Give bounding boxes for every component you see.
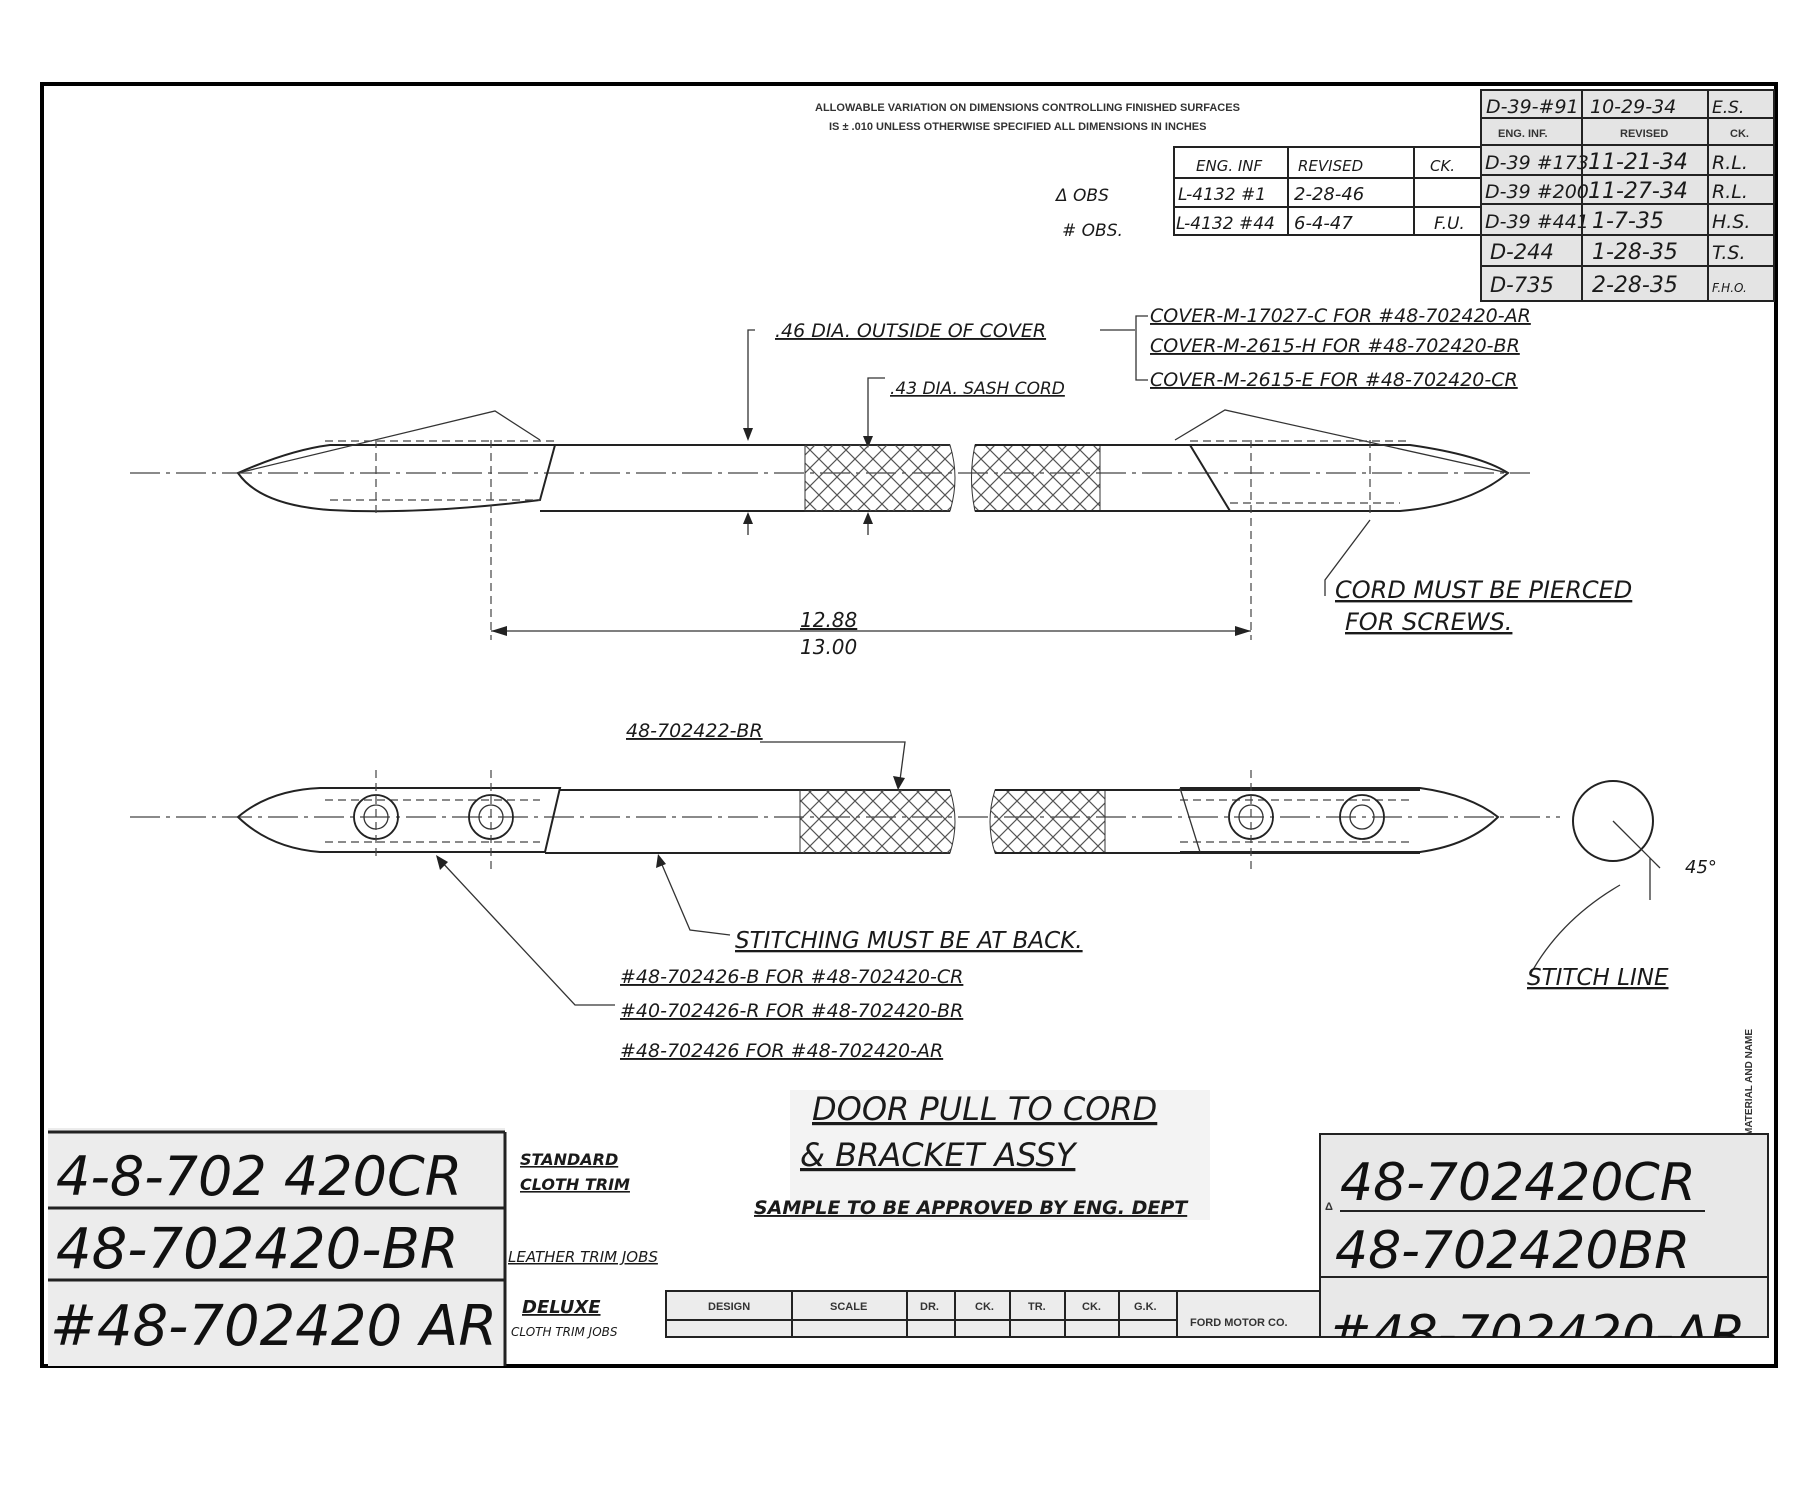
cloth-trim-label: CLOTH TRIM — [520, 1175, 630, 1194]
bracket-callout-ar: #48-702426 FOR #48-702420-AR — [620, 1040, 943, 1062]
old-rev-row4-date: 1-28-35 — [1592, 240, 1678, 265]
left-part-number-cr: 4-8-702 420CR — [56, 1145, 462, 1208]
sash-cord-dia-callout: .43 DIA. SASH CORD — [890, 379, 1065, 399]
old-rev-header-revised: REVISED — [1620, 128, 1668, 140]
old-rev-top-ck: E.S. — [1712, 98, 1744, 118]
right-part-number-cr: 48-702420CR — [1340, 1153, 1696, 1213]
title-line1: DOOR PULL TO CORD — [812, 1090, 1157, 1128]
tb-design: DESIGN — [708, 1301, 750, 1313]
old-rev-top-date: 10-29-34 — [1590, 96, 1676, 118]
title-block-table: DESIGN SCALE DR. CK. TR. CK. G.K. FORD M… — [665, 1290, 1321, 1338]
old-rev-row4-ck: T.S. — [1712, 242, 1746, 264]
stitch-line-label: STITCH LINE — [1527, 965, 1669, 991]
approval-note: SAMPLE TO BE APPROVED BY ENG. DEPT — [754, 1197, 1189, 1219]
old-rev-top-eng: D-39-#91 — [1486, 96, 1579, 118]
standard-label: STANDARD — [520, 1150, 618, 1169]
bracket-callout-cr: #48-702426-B FOR #48-702420-CR — [620, 966, 963, 988]
stitching-note: STITCHING MUST BE AT BACK. — [735, 928, 1083, 954]
deluxe-cloth-trim-label: CLOTH TRIM JOBS — [511, 1325, 618, 1339]
old-rev-header-ck: CK. — [1730, 128, 1749, 140]
rev-header-revised: REVISED — [1298, 157, 1363, 175]
old-rev-row1-eng: D-39 #173 — [1485, 152, 1589, 174]
rev-row1-eng-inf: L-4132 #1 — [1178, 185, 1266, 205]
right-part-number-br: 48-702420BR — [1335, 1221, 1690, 1281]
old-rev-row1-date: 11-21-34 — [1588, 150, 1688, 175]
rev-row2-revised: 6-4-47 — [1294, 213, 1353, 234]
tb-company: FORD MOTOR CO. — [1190, 1317, 1288, 1329]
old-rev-row5-eng: D-735 — [1490, 273, 1554, 297]
stitch-angle-detail — [1572, 780, 1661, 900]
rev-header-ck: CK. — [1430, 157, 1455, 175]
dimension-min: 12.88 — [800, 608, 857, 632]
old-rev-header-eng: ENG. INF. — [1498, 128, 1548, 140]
rev-row2-ck: F.U. — [1434, 214, 1465, 234]
old-rev-row1-ck: R.L. — [1712, 152, 1748, 174]
outside-dia-callout: .46 DIA. OUTSIDE OF COVER — [775, 320, 1046, 342]
rev-header-eng-inf: ENG. INF — [1196, 157, 1263, 175]
old-rev-row5-ck: F.H.O. — [1712, 281, 1747, 295]
cord-part-number: 48-702422-BR — [626, 720, 763, 742]
right-part-number-ar: #48-702420-AR — [1328, 1305, 1745, 1365]
title-line2: & BRACKET ASSY — [800, 1136, 1078, 1174]
cord-pierced-note-line2: FOR SCREWS. — [1345, 608, 1512, 636]
left-part-numbers-box: 4-8-702 420CR 48-702420-BR #48-702420 AR — [48, 1128, 507, 1366]
tb-ck2: CK. — [1082, 1301, 1101, 1313]
rev-row1-revised: 2-28-46 — [1294, 184, 1364, 205]
tb-dr: DR. — [920, 1301, 939, 1313]
old-rev-row2-ck: R.L. — [1712, 181, 1748, 203]
tolerance-note-line1: ALLOWABLE VARIATION ON DIMENSIONS CONTRO… — [815, 102, 1240, 114]
stitch-angle-label: 45° — [1685, 857, 1717, 878]
tb-gk: G.K. — [1134, 1301, 1157, 1313]
deluxe-label: DELUXE — [522, 1297, 601, 1318]
cord-pierced-note-line1: CORD MUST BE PIERCED — [1335, 576, 1632, 604]
length-dimension: 12.88 13.00 — [491, 608, 1251, 659]
cover-callout-ar: COVER-M-17027-C FOR #48-702420-AR — [1150, 305, 1531, 327]
material-and-name-label: MATERIAL AND NAME — [1744, 1029, 1755, 1136]
leather-trim-label: LEATHER TRIM JOBS — [508, 1248, 658, 1266]
right-delta-mark: Δ — [1325, 1201, 1333, 1213]
bottom-view-cord-assembly — [130, 770, 1560, 870]
cover-callout-cr: COVER-M-2615-E FOR #48-702420-CR — [1150, 369, 1518, 391]
rev-row2-eng-inf: L-4132 #44 — [1176, 214, 1275, 234]
drawing-title: DOOR PULL TO CORD & BRACKET ASSY SAMPLE … — [754, 1090, 1210, 1220]
tb-scale: SCALE — [830, 1301, 867, 1313]
tb-tr: TR. — [1028, 1301, 1046, 1313]
dimension-max: 13.00 — [800, 635, 857, 659]
revision-table: ENG. INF REVISED CK. L-4132 #1 2-28-46 L… — [1173, 146, 1482, 236]
hash-obs-mark: # OBS. — [1062, 221, 1123, 241]
old-rev-row4-eng: D-244 — [1490, 240, 1554, 264]
cover-callout-br: COVER-M-2615-H FOR #48-702420-BR — [1150, 335, 1520, 357]
left-part-number-ar: #48-702420 AR — [50, 1294, 497, 1359]
old-rev-row2-eng: D-39 #200 — [1485, 181, 1589, 203]
old-rev-row3-ck: H.S. — [1712, 211, 1750, 233]
right-part-numbers-box: Δ 48-702420CR 48-702420BR #48-702420-AR — [1319, 1133, 1769, 1365]
old-rev-row3-date: 1-7-35 — [1592, 209, 1664, 234]
tb-ck: CK. — [975, 1301, 994, 1313]
old-rev-row5-date: 2-28-35 — [1592, 273, 1678, 298]
old-rev-row3-eng: D-39 #441 — [1485, 211, 1589, 233]
left-part-number-br: 48-702420-BR — [56, 1217, 459, 1282]
delta-obs-mark: Δ OBS — [1054, 186, 1109, 206]
old-rev-row2-date: 11-27-34 — [1588, 179, 1688, 204]
top-view-cord-assembly — [130, 409, 1530, 640]
bracket-callout-br: #40-702426-R FOR #48-702420-BR — [620, 1000, 963, 1022]
tolerance-note-line2: IS ± .010 UNLESS OTHERWISE SPECIFIED ALL… — [829, 121, 1206, 133]
old-revision-table: D-39-#91 10-29-34 E.S. ENG. INF. REVISED… — [1480, 89, 1775, 302]
